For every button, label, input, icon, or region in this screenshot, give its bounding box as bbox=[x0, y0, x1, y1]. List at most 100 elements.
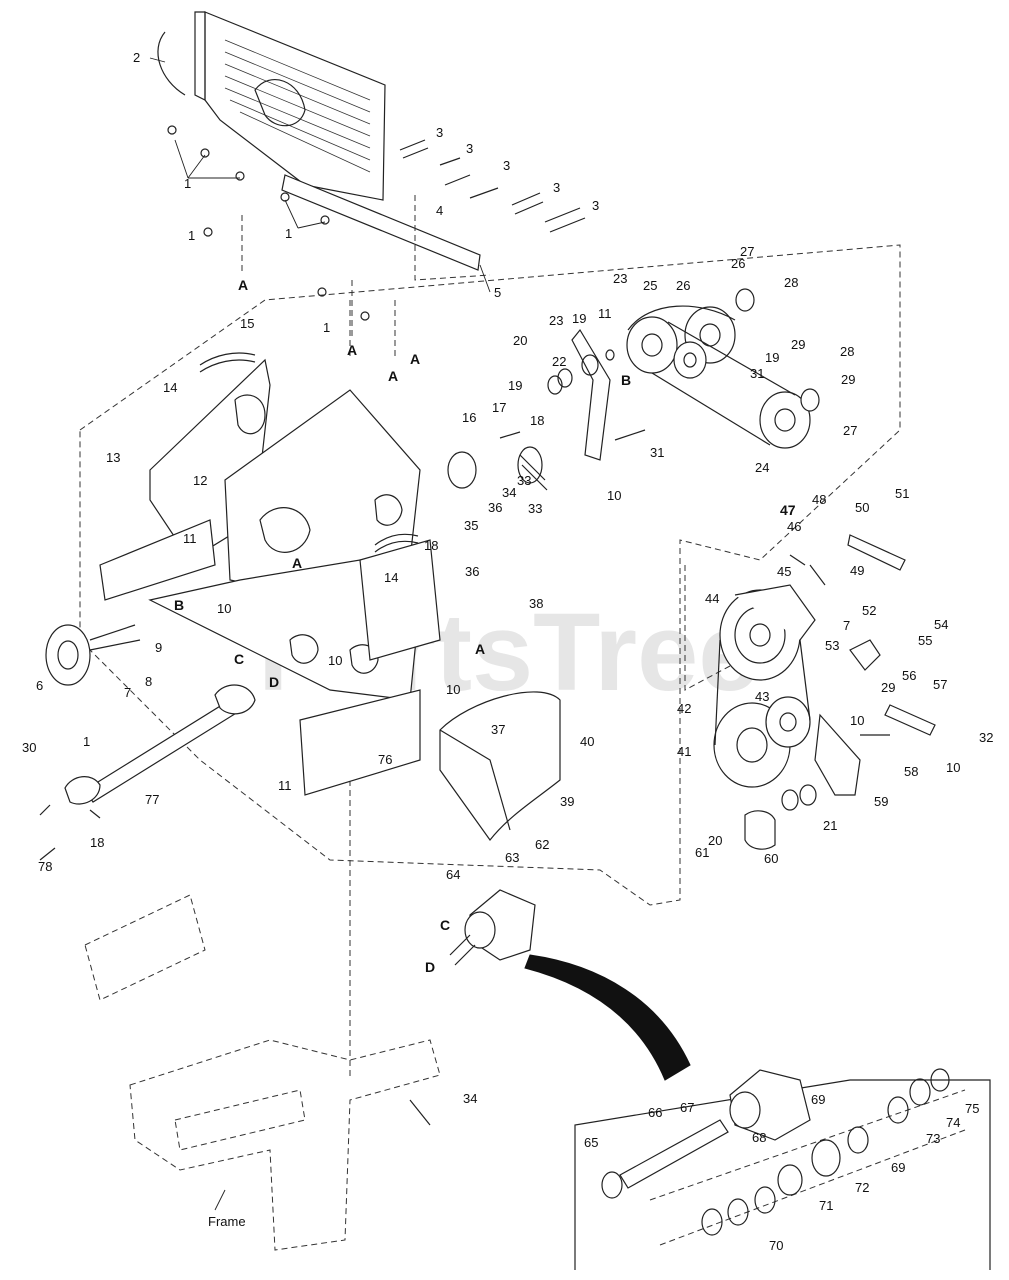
callout-37: 38 bbox=[529, 596, 543, 611]
callout-54: 55 bbox=[918, 633, 932, 648]
guide-lines bbox=[241, 215, 396, 1080]
callout-74: 75 bbox=[965, 1101, 979, 1116]
detail-arrow bbox=[524, 954, 691, 1081]
section-letter-a: A bbox=[238, 277, 248, 293]
callout-70: 71 bbox=[819, 1198, 833, 1213]
callout-73: 74 bbox=[946, 1115, 960, 1130]
callout-20: 20 bbox=[513, 333, 527, 348]
section-letter-a: A bbox=[388, 368, 398, 384]
callout-45: 46 bbox=[787, 519, 801, 534]
callout-9: 9 bbox=[155, 640, 162, 655]
callout-18: 18 bbox=[424, 538, 438, 553]
callout-49: 50 bbox=[855, 500, 869, 515]
callout-3: 3 bbox=[592, 198, 599, 213]
callout-50: 51 bbox=[895, 486, 909, 501]
callout-10: 10 bbox=[328, 653, 342, 668]
callout-1: 1 bbox=[184, 176, 191, 191]
callout-53: 54 bbox=[934, 617, 948, 632]
callout-35: 36 bbox=[488, 500, 502, 515]
callout-42: 43 bbox=[755, 689, 769, 704]
callout-20: 21 bbox=[823, 818, 837, 833]
callout-76: 77 bbox=[145, 792, 159, 807]
callout-26: 26 bbox=[731, 256, 745, 271]
callout-15: 15 bbox=[240, 316, 254, 331]
bracket-5 bbox=[281, 174, 491, 293]
shield-38 bbox=[439, 691, 561, 841]
callout-29: 30 bbox=[22, 740, 36, 755]
callout-41: 42 bbox=[677, 701, 691, 716]
callout-10: 10 bbox=[446, 682, 460, 697]
callout-59: 60 bbox=[764, 851, 778, 866]
callout-3: 3 bbox=[503, 158, 510, 173]
section-letter-a: A bbox=[410, 351, 420, 367]
callout-60: 61 bbox=[695, 845, 709, 860]
callout-43: 44 bbox=[705, 591, 719, 606]
section-letter-a: A bbox=[475, 641, 485, 657]
callout-36: 37 bbox=[491, 722, 505, 737]
callout-31: 31 bbox=[650, 445, 664, 460]
frame-assembly bbox=[84, 894, 441, 1251]
section-letter-a: A bbox=[347, 342, 357, 358]
callout-25: 26 bbox=[676, 278, 690, 293]
section-letter-c: C bbox=[234, 651, 244, 667]
callout-7: 7 bbox=[124, 685, 131, 700]
callout-78: 1 bbox=[83, 734, 90, 749]
callout-24: 25 bbox=[643, 278, 657, 293]
callout-30: 31 bbox=[750, 366, 764, 381]
callout-27: 27 bbox=[740, 244, 754, 259]
frame-label: Frame bbox=[208, 1214, 246, 1229]
callout-57: 58 bbox=[904, 764, 918, 779]
callout-10: 10 bbox=[217, 601, 231, 616]
callout-34: 34 bbox=[502, 485, 516, 500]
callout-64: 65 bbox=[584, 1135, 598, 1150]
section-letter-c: C bbox=[440, 917, 450, 933]
callout-44: 45 bbox=[777, 564, 791, 579]
callout-62: 63 bbox=[505, 850, 519, 865]
callout-19: 19 bbox=[765, 350, 779, 365]
callout-19: 19 bbox=[572, 311, 586, 326]
callout-11: 11 bbox=[278, 778, 292, 793]
callout-27: 28 bbox=[840, 344, 854, 359]
callout-11: 11 bbox=[183, 531, 197, 546]
callout-58: 59 bbox=[874, 794, 888, 809]
callout-48: 49 bbox=[850, 563, 864, 578]
detail-box bbox=[574, 1068, 991, 1270]
callout-1: 1 bbox=[323, 320, 330, 335]
callout-36: 36 bbox=[465, 564, 479, 579]
callout-51: 52 bbox=[862, 603, 876, 618]
callout-10: 10 bbox=[607, 488, 621, 503]
callout-69: 69 bbox=[891, 1160, 905, 1175]
clutch-assembly bbox=[684, 534, 936, 850]
callout-1: 1 bbox=[285, 226, 292, 241]
callout-61: 62 bbox=[535, 837, 549, 852]
callout-22: 23 bbox=[549, 313, 563, 328]
callout-23: 24 bbox=[755, 460, 769, 475]
drive-shaft-76 bbox=[39, 684, 256, 861]
callout-47: 48 bbox=[812, 492, 826, 507]
callout-7: 7 bbox=[843, 618, 850, 633]
callout-38: 39 bbox=[560, 794, 574, 809]
callout-29: 29 bbox=[881, 680, 895, 695]
callout-6: 6 bbox=[36, 678, 43, 693]
callout-72: 73 bbox=[926, 1131, 940, 1146]
section-letter-b: B bbox=[174, 597, 184, 613]
clamps-14-15 bbox=[199, 352, 419, 553]
callout-32: 33 bbox=[528, 501, 542, 516]
callout-52: 53 bbox=[825, 638, 839, 653]
callout-19: 20 bbox=[708, 833, 722, 848]
callout-5: 5 bbox=[494, 285, 501, 300]
callout-4: 4 bbox=[436, 203, 443, 218]
hub-6 bbox=[45, 624, 141, 686]
callout-29: 29 bbox=[791, 337, 805, 352]
callout-18: 18 bbox=[530, 413, 544, 428]
callout-65: 66 bbox=[648, 1105, 662, 1120]
callout-33: 34 bbox=[463, 1091, 477, 1106]
callout-10: 10 bbox=[946, 760, 960, 775]
section-letter-a: A bbox=[292, 555, 302, 571]
callout-2: 2 bbox=[133, 50, 140, 65]
callout-13: 13 bbox=[106, 450, 120, 465]
callout-67: 68 bbox=[752, 1130, 766, 1145]
callout-1: 1 bbox=[188, 228, 195, 243]
callout-56: 57 bbox=[933, 677, 947, 692]
callout-28: 29 bbox=[841, 372, 855, 387]
